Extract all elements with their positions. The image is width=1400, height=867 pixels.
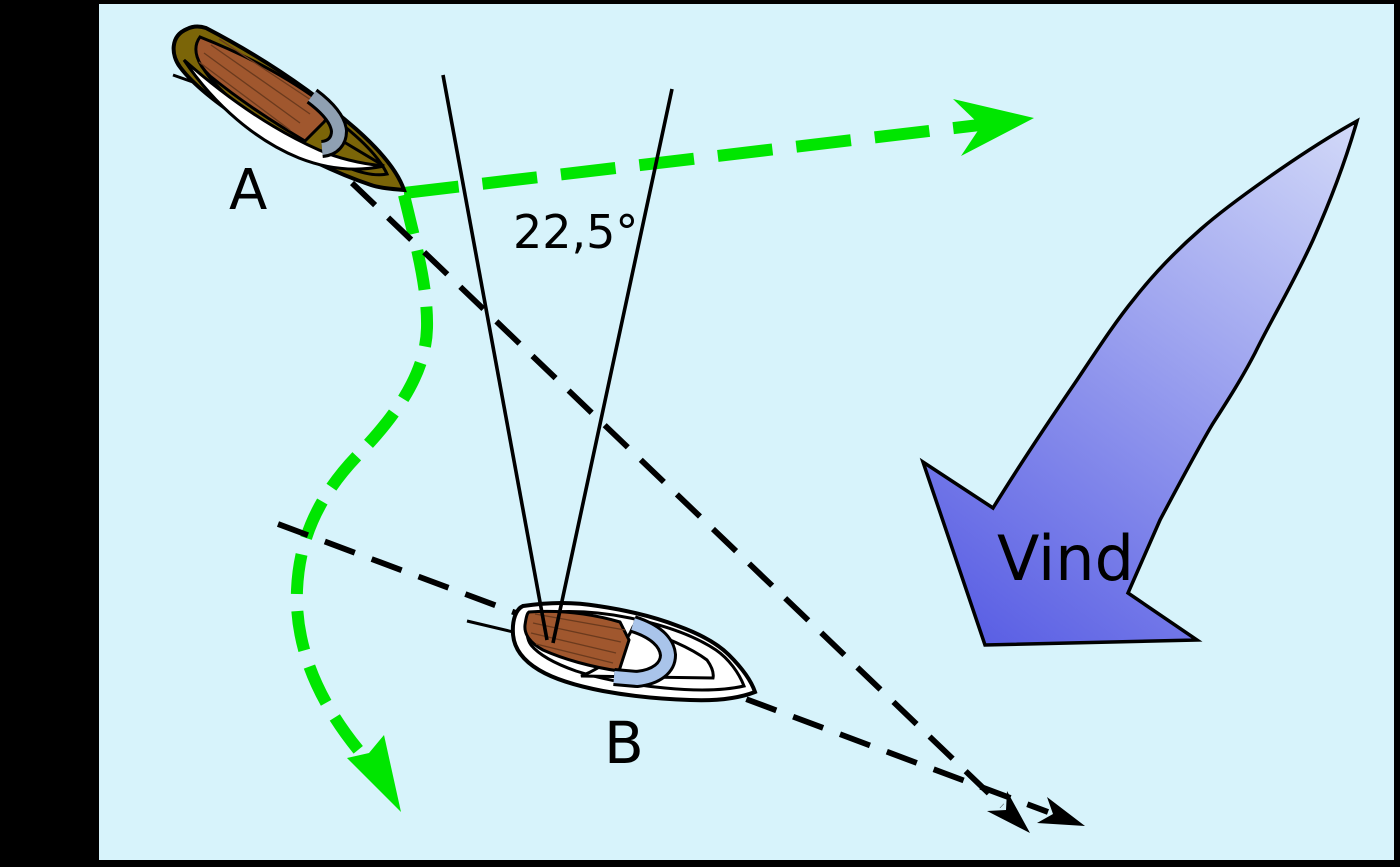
label-boat-a: A	[229, 158, 268, 223]
bearing-line-b-arrowhead-icon	[1037, 797, 1085, 826]
wind-arrow-icon	[919, 117, 1360, 647]
boat-a-deck-planks	[198, 38, 321, 131]
boat-b-cockpit	[613, 618, 675, 686]
route-straight-arrowhead-icon	[953, 99, 1034, 156]
boat-b-gunwale-line	[525, 610, 747, 692]
label-angle: 22,5°	[513, 205, 639, 259]
angle-line-left	[441, 74, 549, 641]
boat-a	[171, 24, 407, 193]
boat-a-deck	[194, 35, 329, 143]
boat-a-sail-fork-line	[343, 140, 385, 168]
boat-a-cockpit	[308, 91, 346, 155]
boat-b	[466, 601, 758, 703]
route-curved-arrowhead-icon	[347, 735, 401, 812]
route-straight-dashed-line	[403, 118, 989, 199]
angle-line-right	[551, 88, 674, 644]
label-wind: Vind	[997, 522, 1134, 595]
label-boat-b: B	[604, 709, 644, 777]
bearing-line-a-arrowhead-icon	[987, 791, 1030, 833]
route-curved-dashed-line	[290, 193, 434, 756]
bearing-line-a-dashed	[349, 180, 1005, 809]
